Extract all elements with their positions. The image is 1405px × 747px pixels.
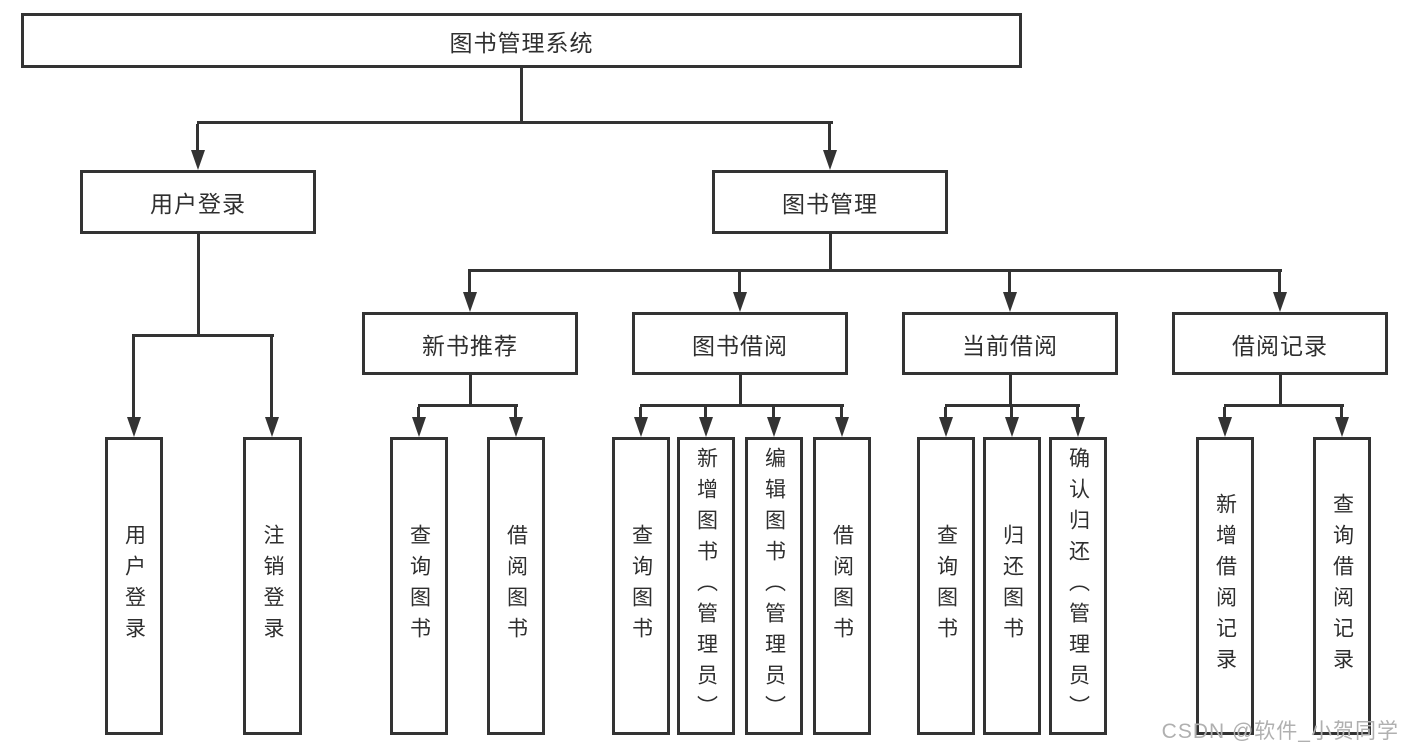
arrow-down-icon	[126, 337, 141, 437]
node-current-borrow: 当前借阅	[902, 312, 1118, 375]
leaf-current-query-books: 查询图书	[917, 437, 975, 735]
connector-book-borrow-split	[640, 404, 844, 407]
leaf-borrow-edit-books-admin: 编辑图书（管理员）	[745, 437, 803, 735]
node-new-book-recommend-label: 新书推荐	[422, 332, 518, 359]
connector-user-login-split	[132, 334, 274, 337]
arrow-down-icon	[822, 124, 837, 170]
arrow-down-icon	[411, 407, 426, 437]
arrow-down-icon	[1002, 272, 1017, 312]
connector-current-borrow-stem	[1009, 375, 1012, 407]
connector-new-book-split	[418, 404, 518, 407]
arrow-down-icon	[462, 272, 477, 312]
arrow-down-icon	[834, 407, 849, 437]
leaf-current-return-books: 归还图书	[983, 437, 1041, 735]
connector-new-book-stem	[469, 375, 472, 407]
arrow-down-icon	[1334, 407, 1349, 437]
node-book-management-label: 图书管理	[782, 191, 878, 217]
leaf-record-query-borrow-record: 查询借阅记录	[1313, 437, 1371, 735]
leaf-user-login-label: 用户登录	[122, 524, 146, 648]
node-current-borrow-label: 当前借阅	[962, 332, 1058, 359]
node-user-login-label: 用户登录	[150, 191, 246, 217]
node-user-login: 用户登录	[80, 170, 316, 234]
connector-book-mgmt-stem	[829, 234, 832, 272]
leaf-borrow-borrow-books-label: 借阅图书	[830, 524, 854, 648]
leaf-logout-label: 注销登录	[261, 524, 284, 648]
leaf-recommend-borrow-books-label: 借阅图书	[504, 524, 528, 648]
node-borrow-record: 借阅记录	[1172, 312, 1388, 375]
leaf-current-confirm-return-admin: 确认归还（管理员）	[1049, 437, 1107, 735]
node-book-borrow: 图书借阅	[632, 312, 848, 375]
connector-book-borrow-stem	[739, 375, 742, 407]
leaf-recommend-query-books: 查询图书	[390, 437, 448, 735]
node-root: 图书管理系统	[21, 13, 1022, 68]
leaf-recommend-query-books-label: 查询图书	[407, 524, 431, 648]
node-new-book-recommend: 新书推荐	[362, 312, 578, 375]
arrow-down-icon	[508, 407, 523, 437]
leaf-borrow-add-books-admin-label: 新增图书（管理员）	[694, 446, 718, 726]
arrow-down-icon	[732, 272, 747, 312]
leaf-borrow-query-books-label: 查询图书	[629, 524, 653, 648]
leaf-current-query-books-label: 查询图书	[934, 524, 958, 648]
leaf-record-query-borrow-record-label: 查询借阅记录	[1330, 493, 1354, 679]
leaf-borrow-query-books: 查询图书	[612, 437, 670, 735]
leaf-logout: 注销登录	[243, 437, 302, 735]
arrow-down-icon	[698, 407, 713, 437]
leaf-recommend-borrow-books: 借阅图书	[487, 437, 545, 735]
arrow-down-icon	[1272, 272, 1287, 312]
leaf-current-confirm-return-admin-label: 确认归还（管理员）	[1066, 446, 1090, 726]
arrow-down-icon	[1070, 407, 1085, 437]
arrow-down-icon	[190, 124, 205, 170]
leaf-record-add-borrow-record: 新增借阅记录	[1196, 437, 1254, 735]
leaf-borrow-add-books-admin: 新增图书（管理员）	[677, 437, 735, 735]
node-root-label: 图书管理系统	[449, 29, 594, 56]
leaf-user-login: 用户登录	[105, 437, 163, 735]
leaf-borrow-edit-books-admin-label: 编辑图书（管理员）	[762, 446, 786, 726]
arrow-down-icon	[1217, 407, 1232, 437]
leaf-current-return-books-label: 归还图书	[1000, 524, 1024, 648]
connector-current-borrow-split	[945, 404, 1080, 407]
arrow-down-icon	[264, 337, 279, 437]
connector-borrow-record-stem	[1279, 375, 1282, 407]
connector-root-split	[197, 121, 833, 124]
node-book-borrow-label: 图书借阅	[692, 332, 788, 359]
leaf-borrow-borrow-books: 借阅图书	[813, 437, 871, 735]
arrow-down-icon	[633, 407, 648, 437]
node-borrow-record-label: 借阅记录	[1232, 332, 1328, 359]
arrow-down-icon	[938, 407, 953, 437]
leaf-record-add-borrow-record-label: 新增借阅记录	[1213, 493, 1237, 679]
connector-user-login-stem	[197, 234, 200, 337]
arrow-down-icon	[766, 407, 781, 437]
connector-book-mgmt-split	[468, 269, 1282, 272]
connector-root-stem	[520, 68, 523, 124]
node-book-management: 图书管理	[712, 170, 948, 234]
arrow-down-icon	[1004, 407, 1019, 437]
csdn-watermark: CSDN @软件_小贺同学	[1161, 720, 1399, 743]
connector-borrow-record-split	[1224, 404, 1344, 407]
